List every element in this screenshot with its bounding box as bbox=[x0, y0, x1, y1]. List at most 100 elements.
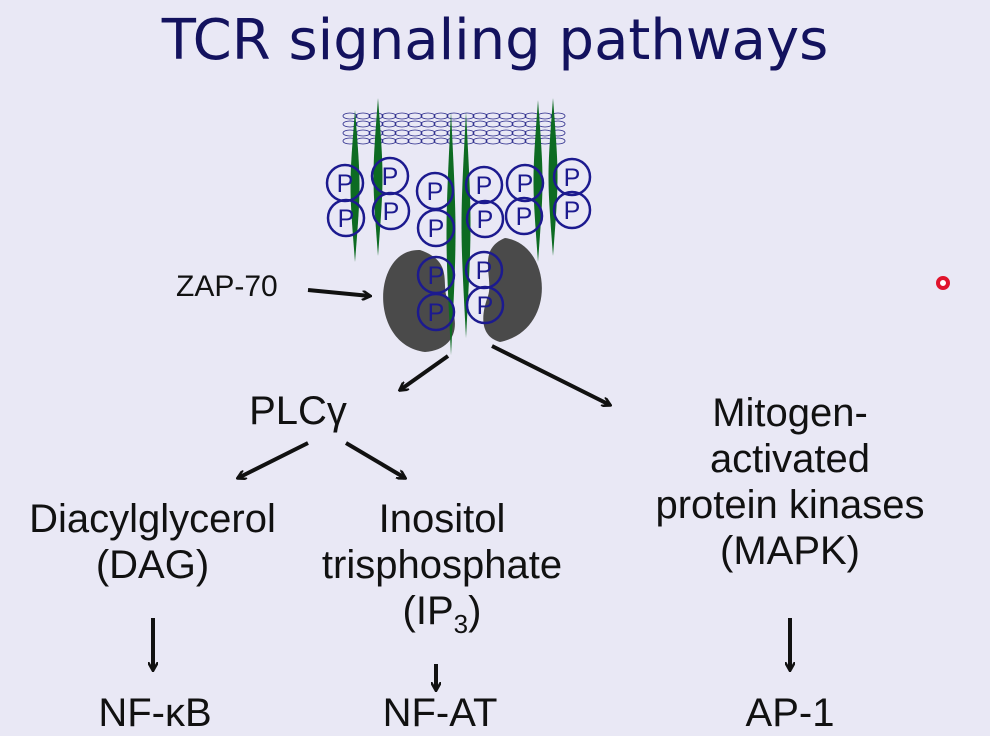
phospho-site: P bbox=[504, 196, 544, 236]
phospho-label: P bbox=[476, 172, 493, 200]
lipid bbox=[459, 112, 475, 120]
lipid bbox=[498, 112, 514, 120]
phospho-label: P bbox=[428, 215, 445, 243]
pathway-arrows bbox=[153, 288, 790, 690]
phospho-label: P bbox=[338, 205, 355, 233]
lipid bbox=[407, 137, 423, 145]
plcg-label: PLCγ bbox=[249, 389, 347, 433]
zap70-pointer-arrow bbox=[307, 288, 370, 296]
phospho-label: P bbox=[428, 262, 445, 290]
lipid bbox=[511, 120, 527, 128]
ap1-label: AP-1 bbox=[745, 691, 835, 735]
mapk-line1: Mitogen- bbox=[712, 391, 868, 435]
lipid bbox=[381, 137, 397, 145]
phospho-site: P bbox=[465, 285, 505, 325]
lipid bbox=[433, 129, 449, 137]
tcr-chain bbox=[533, 100, 543, 262]
lipid bbox=[498, 129, 514, 137]
dag-line1: Diacylglycerol bbox=[29, 497, 276, 541]
phospho-label: P bbox=[477, 206, 494, 234]
lipid bbox=[342, 112, 358, 120]
phospho-label: P bbox=[517, 170, 534, 198]
lipid bbox=[355, 112, 371, 120]
arrow-to-plcg bbox=[400, 354, 450, 390]
lipid bbox=[485, 137, 501, 145]
lipid bbox=[394, 112, 410, 120]
ip3-line3: (IP3) bbox=[402, 589, 482, 639]
lipid bbox=[498, 120, 514, 128]
lipid bbox=[485, 120, 501, 128]
phospho-site: P bbox=[505, 163, 545, 203]
lipid bbox=[355, 120, 371, 128]
phospho-label: P bbox=[427, 178, 444, 206]
lipid bbox=[394, 120, 410, 128]
tcr-chain bbox=[373, 98, 383, 256]
mapk-line4: (MAPK) bbox=[720, 529, 860, 573]
lipid bbox=[446, 137, 462, 145]
lipid bbox=[485, 112, 501, 120]
mapk-line3: protein kinases bbox=[655, 483, 925, 527]
lipid bbox=[407, 129, 423, 137]
lipid bbox=[420, 120, 436, 128]
slide-title: TCR signaling pathways bbox=[161, 8, 829, 73]
lipid bbox=[355, 137, 371, 145]
lipid bbox=[368, 112, 384, 120]
lipid bbox=[381, 120, 397, 128]
phospho-label: P bbox=[564, 197, 581, 225]
tcr-chain bbox=[446, 112, 456, 355]
ip3-line2: trisphosphate bbox=[321, 543, 563, 587]
tcr-chains bbox=[350, 98, 558, 355]
lipid bbox=[537, 120, 553, 128]
mapk-label: Mitogen- activated protein kinases (MAPK… bbox=[620, 390, 960, 574]
nfat-label: NF-AT bbox=[382, 691, 498, 735]
dag-line2: (DAG) bbox=[95, 543, 210, 587]
phospho-label: P bbox=[564, 164, 581, 192]
phospho-site: P bbox=[552, 157, 592, 197]
nfkb-label: NF-κB bbox=[98, 691, 212, 735]
lipid bbox=[342, 129, 358, 137]
dag-label: Diacylglycerol (DAG) bbox=[0, 496, 305, 588]
phospho-label: P bbox=[476, 257, 493, 285]
lipid bbox=[394, 137, 410, 145]
lipid bbox=[459, 120, 475, 128]
phospho-label: P bbox=[477, 292, 494, 320]
phospho-site: P bbox=[416, 208, 456, 248]
lipid bbox=[550, 120, 566, 128]
lipid bbox=[446, 112, 462, 120]
lipid bbox=[472, 112, 488, 120]
arrow-to-ip3 bbox=[344, 441, 405, 478]
arrow-to-dag bbox=[238, 441, 309, 478]
lipid bbox=[394, 129, 410, 137]
lipid bbox=[342, 120, 358, 128]
lipid bbox=[381, 112, 397, 120]
phospho-site: P bbox=[326, 198, 366, 238]
lipid bbox=[433, 120, 449, 128]
lipid bbox=[420, 129, 436, 137]
lipid bbox=[433, 112, 449, 120]
lipid bbox=[420, 137, 436, 145]
lipid bbox=[407, 112, 423, 120]
lipid bbox=[472, 137, 488, 145]
ip3-line1: Inositol bbox=[378, 497, 506, 541]
lipid bbox=[498, 137, 514, 145]
lipid bbox=[420, 112, 436, 120]
lipid bbox=[537, 112, 553, 120]
mapk-line2: activated bbox=[709, 437, 871, 481]
lipid bbox=[485, 129, 501, 137]
lipid bbox=[355, 129, 371, 137]
phospho-label: P bbox=[428, 299, 445, 327]
phospho-label: P bbox=[383, 198, 400, 226]
lipid bbox=[407, 120, 423, 128]
tcr-chain bbox=[350, 110, 360, 262]
lipid bbox=[550, 112, 566, 120]
lipid bbox=[381, 129, 397, 137]
phospho-label: P bbox=[382, 163, 399, 191]
phospho-site: P bbox=[464, 165, 504, 205]
phospho-site: P bbox=[552, 190, 592, 230]
phospho-site: P bbox=[371, 191, 411, 231]
tcr-chain bbox=[461, 112, 471, 338]
phospho-label: P bbox=[337, 170, 354, 198]
